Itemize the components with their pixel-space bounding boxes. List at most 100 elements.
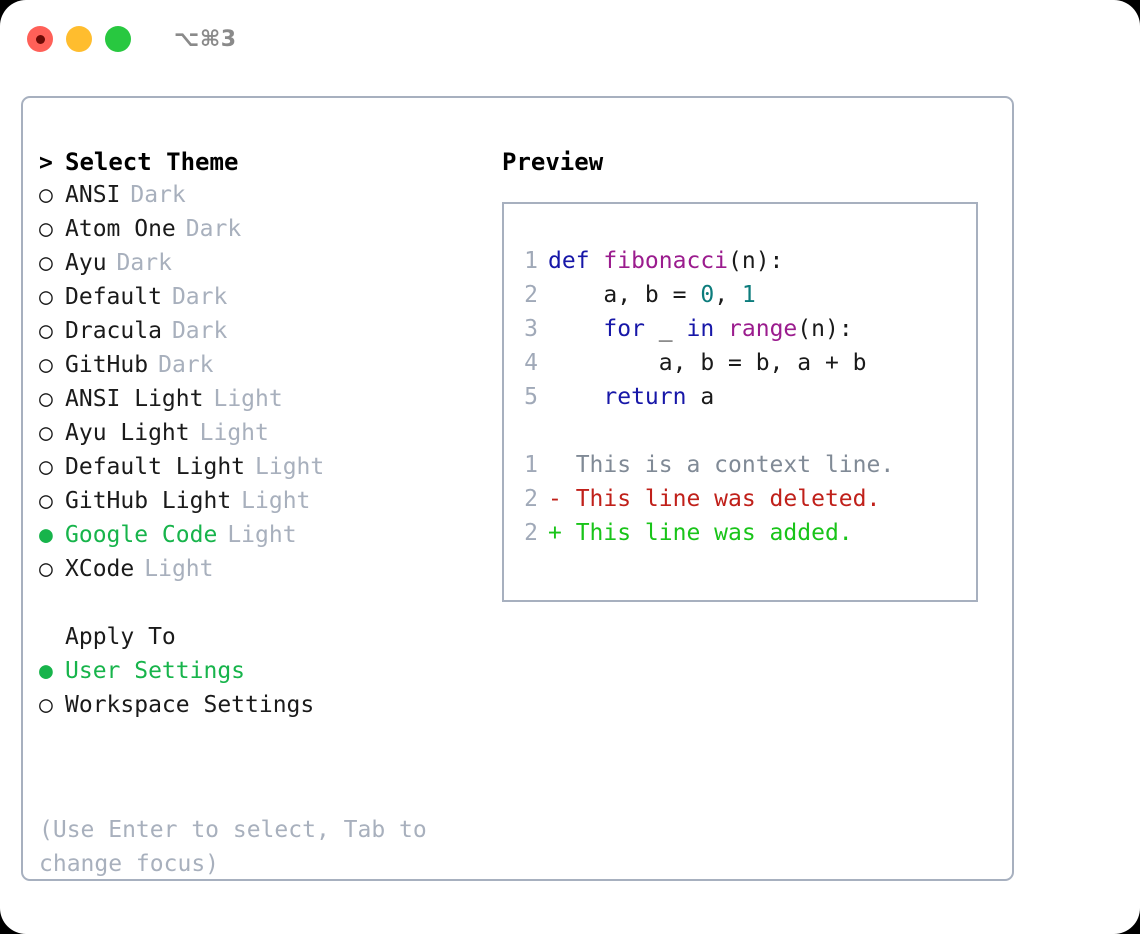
close-button[interactable] bbox=[27, 26, 53, 52]
page-title: Select Theme bbox=[65, 148, 239, 176]
theme-name: Atom One bbox=[65, 216, 176, 242]
code-token-num: 1 bbox=[741, 282, 756, 308]
theme-name: Ayu bbox=[65, 250, 107, 276]
caret-icon: > bbox=[39, 150, 53, 176]
code-token-plain bbox=[714, 316, 728, 342]
line-number: 2 bbox=[524, 520, 538, 546]
apply-to-option-label: Workspace Settings bbox=[65, 692, 315, 718]
line-number: 1 bbox=[524, 248, 538, 274]
line-number: 3 bbox=[524, 316, 538, 342]
diff-line-text-ctx: This is a context line. bbox=[548, 452, 895, 478]
radio-unselected-icon[interactable]: ○ bbox=[39, 284, 53, 310]
keyboard-hint: (Use Enter to select, Tab to change focu… bbox=[39, 817, 427, 877]
theme-list-item[interactable]: ○ Default Dark bbox=[39, 284, 489, 318]
diff-line: 1 This is a context line. bbox=[504, 452, 976, 486]
theme-name: ANSI bbox=[65, 182, 121, 208]
radio-unselected-icon[interactable]: ○ bbox=[39, 386, 53, 412]
code-token-plain: (n): bbox=[797, 316, 853, 342]
radio-selected-icon[interactable]: ● bbox=[39, 658, 53, 684]
diff-sample: 1 This is a context line.2- This line wa… bbox=[504, 452, 976, 554]
radio-unselected-icon[interactable]: ○ bbox=[39, 250, 53, 276]
code-token-kw: for bbox=[603, 316, 645, 342]
minimize-button[interactable] bbox=[66, 26, 92, 52]
radio-unselected-icon[interactable]: ○ bbox=[39, 420, 53, 446]
radio-unselected-icon[interactable]: ○ bbox=[39, 454, 53, 480]
theme-list-item[interactable]: ○ Default Light Light bbox=[39, 454, 489, 488]
code-token-plain: a, b = bbox=[548, 282, 701, 308]
radio-unselected-icon[interactable]: ○ bbox=[39, 556, 53, 582]
code-line-text: return a bbox=[548, 384, 714, 410]
theme-name: Default Light bbox=[65, 454, 246, 480]
radio-unselected-icon[interactable]: ○ bbox=[39, 216, 53, 242]
keyboard-shortcut-label: ⌥⌘3 bbox=[174, 26, 237, 52]
code-line: 1 def fibonacci(n): bbox=[504, 248, 976, 282]
radio-unselected-icon[interactable]: ○ bbox=[39, 692, 53, 718]
maximize-button[interactable] bbox=[105, 26, 131, 52]
theme-list-item[interactable]: ● Google Code Light bbox=[39, 522, 489, 556]
line-number: 1 bbox=[524, 452, 538, 478]
code-line-text: def fibonacci(n): bbox=[548, 248, 783, 274]
theme-name: GitHub bbox=[65, 352, 149, 378]
radio-unselected-icon[interactable]: ○ bbox=[39, 352, 53, 378]
theme-list-item[interactable]: ○ Ayu Dark bbox=[39, 250, 489, 284]
apply-to-list: ● User Settings ○ Workspace Settings bbox=[39, 658, 489, 726]
theme-variant-badge: Dark bbox=[116, 250, 172, 276]
code-token-plain: _ bbox=[644, 316, 687, 342]
close-icon bbox=[35, 34, 45, 44]
theme-variant-badge: Dark bbox=[171, 284, 228, 310]
radio-selected-icon[interactable]: ● bbox=[39, 522, 53, 548]
radio-unselected-icon[interactable]: ○ bbox=[39, 488, 53, 514]
code-token-plain: a bbox=[686, 384, 715, 410]
code-token-plain: , bbox=[714, 282, 742, 308]
list-spacer bbox=[39, 590, 489, 624]
code-line: 3 for _ in range(n): bbox=[504, 316, 976, 350]
apply-to-item[interactable]: ○ Workspace Settings bbox=[39, 692, 489, 726]
diff-line-text-del: - This line was deleted. bbox=[548, 486, 881, 512]
code-token-fn: fibonacci bbox=[603, 248, 729, 274]
code-line-text: a, b = b, a + b bbox=[548, 350, 867, 376]
apply-to-label: Apply To bbox=[65, 624, 176, 650]
theme-variant-badge: Light bbox=[241, 488, 311, 514]
code-diff-separator bbox=[504, 418, 976, 452]
code-line: 2 a, b = 0, 1 bbox=[504, 282, 976, 316]
diff-line-text-add: + This line was added. bbox=[548, 520, 853, 546]
theme-name: XCode bbox=[65, 556, 135, 582]
code-line: 5 return a bbox=[504, 384, 976, 418]
apply-to-item[interactable]: ● User Settings bbox=[39, 658, 489, 692]
theme-variant-badge: Light bbox=[255, 454, 325, 480]
code-token-kw: return bbox=[603, 384, 687, 410]
diff-line: 2 - This line was deleted. bbox=[504, 486, 976, 520]
theme-name: Google Code bbox=[65, 522, 218, 548]
apply-to-option-label: User Settings bbox=[65, 658, 246, 684]
code-token-plain: a, b = b, a + b bbox=[548, 350, 867, 376]
theme-name: GitHub Light bbox=[65, 488, 232, 514]
theme-variant-badge: Light bbox=[227, 522, 297, 548]
code-token-plain: (n): bbox=[728, 248, 784, 274]
radio-unselected-icon[interactable]: ○ bbox=[39, 182, 53, 208]
theme-list-item[interactable]: ○ GitHub Light Light bbox=[39, 488, 489, 522]
line-number: 2 bbox=[524, 282, 538, 308]
code-token-plain bbox=[548, 316, 603, 342]
radio-unselected-icon[interactable]: ○ bbox=[39, 318, 53, 344]
line-number: 5 bbox=[524, 384, 538, 410]
theme-name: Default bbox=[65, 284, 162, 310]
code-token-kw: in bbox=[686, 316, 715, 342]
preview-title: Preview bbox=[502, 148, 604, 176]
theme-variant-badge: Dark bbox=[171, 318, 228, 344]
line-number: 2 bbox=[524, 486, 538, 512]
code-token-fn: range bbox=[728, 316, 798, 342]
